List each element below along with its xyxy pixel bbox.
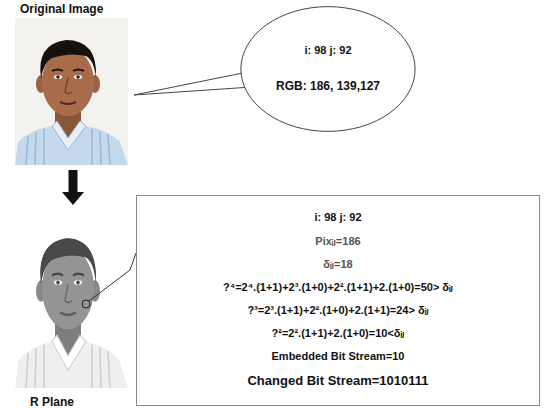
color-photo (15, 18, 128, 165)
calculation-box: i: 98 j: 92 Pixᵢⱼ=186 δᵢⱼ=18 ?⁴=2⁴.(1+1)+2³… (136, 195, 540, 406)
image-caption: Original Image (20, 2, 134, 17)
speech-bubble: i: 98 j: 92 RGB: 186, 139,127 (240, 6, 416, 132)
callout-text: i: 98 j: 92 (304, 44, 351, 58)
equation-line: ?³=2³.(1+1)+2².(1+0)+2.(1+1)=24> δᵢⱼ (247, 304, 428, 318)
equation-line: i: 98 j: 92 (314, 211, 361, 225)
equation-line: ?²=2².(1+1)+2.(1+0)=10<δᵢⱼ (272, 327, 405, 341)
equation-line: ?⁴=2⁴.(1+1)+2³.(1+0)+2².(1+1)+2.(1+0)=50… (223, 281, 453, 295)
equation-line: δᵢⱼ=18 (323, 258, 352, 272)
pixel-marker (82, 300, 90, 308)
image-caption: R Plane (30, 395, 130, 410)
bubble-ellipse (241, 7, 415, 132)
equation-line: Changed Bit Stream=1010111 (247, 373, 428, 389)
equation-line: Embedded Bit Stream=10 (272, 350, 405, 364)
bubble-tail (134, 73, 247, 95)
photo-frame: R Plane (12, 208, 130, 410)
equation-line: Pixᵢⱼ=186 (315, 235, 360, 249)
down-arrow (62, 170, 84, 205)
photo-frame: Original Image (12, 2, 134, 167)
callout-text: RGB: 186, 139,127 (276, 79, 380, 94)
leader-line (89, 270, 130, 301)
r-plane-photo (15, 212, 128, 388)
bubble-outline (240, 6, 416, 132)
